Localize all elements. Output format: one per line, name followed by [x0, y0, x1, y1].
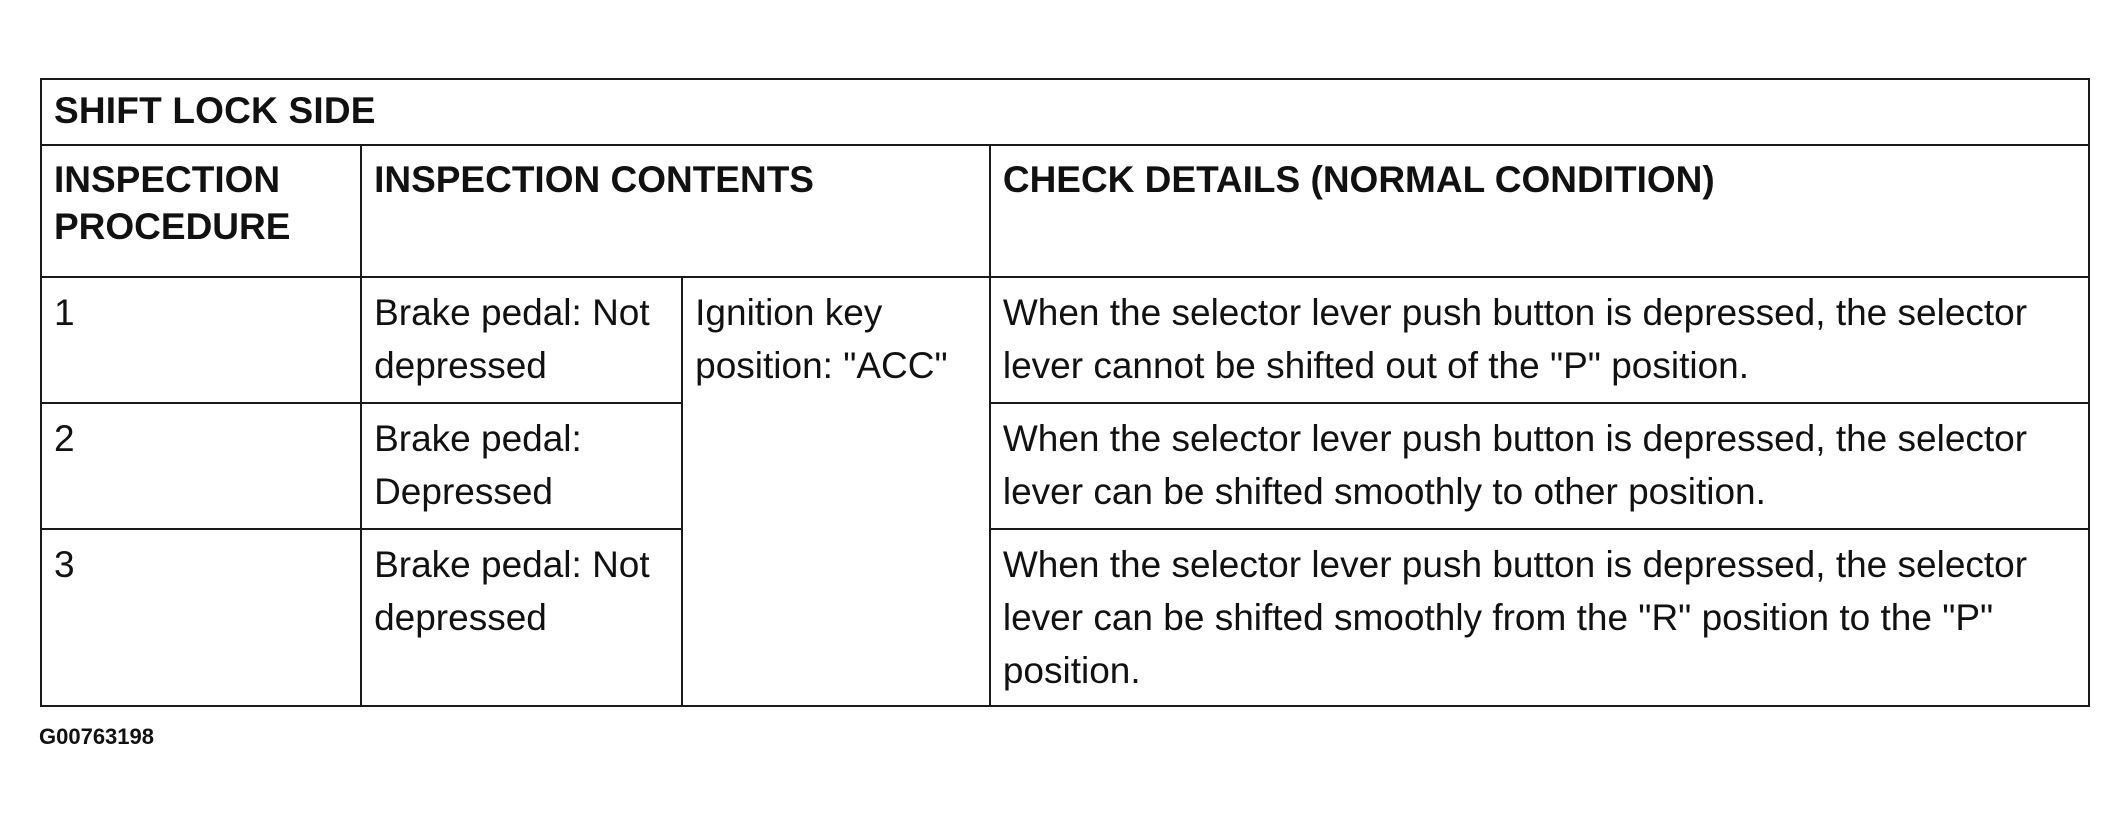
figure-id: G00763198 — [39, 724, 154, 749]
table-header-row: INSPECTION PROCEDURE INSPECTION CONTENTS… — [39, 144, 2091, 278]
table-title-row: SHIFT LOCK SIDE — [40, 78, 2090, 146]
shift-lock-inspection-table: SHIFT LOCK SIDE INSPECTION PROCEDURE INS… — [39, 78, 2091, 707]
procedure-cell: 1 — [39, 276, 363, 404]
ignition-key-cell: Ignition key position: "ACC" — [681, 276, 991, 707]
check-details-cell: When the selector lever push button is d… — [988, 402, 2091, 530]
inspection-table-wrapper: SHIFT LOCK SIDE INSPECTION PROCEDURE INS… — [39, 78, 2091, 707]
table-row: 1 Brake pedal: Not depressed Ignition ke… — [39, 276, 2091, 707]
header-inspection-procedure: INSPECTION PROCEDURE — [39, 144, 363, 278]
procedure-cell: 2 — [39, 402, 363, 530]
table-row: 3 Brake pedal: Not depressed When the se… — [39, 528, 2091, 707]
table-title: SHIFT LOCK SIDE — [40, 78, 2090, 146]
brake-pedal-cell: Brake pedal: Depressed — [360, 402, 684, 530]
brake-pedal-cell: Brake pedal: Not depressed — [360, 528, 684, 707]
check-details-cell: When the selector lever push button is d… — [988, 528, 2091, 707]
brake-pedal-cell: Brake pedal: Not depressed — [360, 276, 684, 404]
table-row: 2 Brake pedal: Depressed When the select… — [39, 402, 2091, 530]
procedure-cell: 3 — [39, 528, 363, 707]
header-inspection-contents: INSPECTION CONTENTS — [360, 144, 991, 278]
header-check-details: CHECK DETAILS (NORMAL CONDITION) — [988, 144, 2091, 278]
check-details-cell: When the selector lever push button is d… — [988, 276, 2091, 404]
